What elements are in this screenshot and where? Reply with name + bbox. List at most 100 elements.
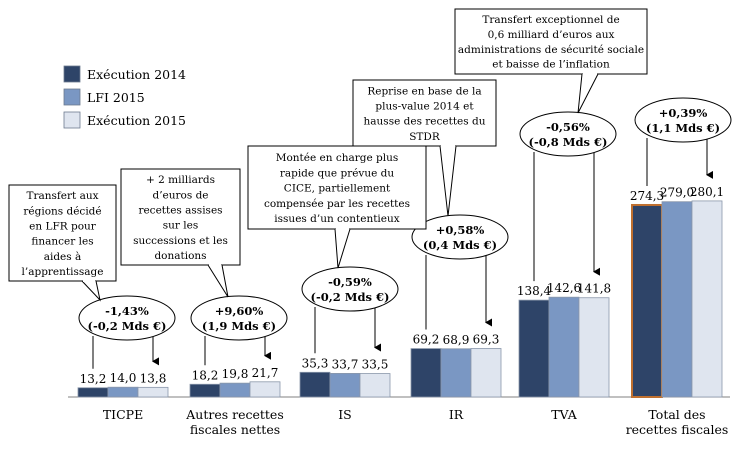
value-label: 69,3 xyxy=(473,332,500,346)
value-label: 138,4 xyxy=(517,284,552,298)
annotation-text: d’euros de xyxy=(152,189,208,201)
category-label: IS xyxy=(338,407,352,422)
legend-swatch xyxy=(63,88,81,106)
annotation-box xyxy=(120,168,241,266)
value-label: 33,5 xyxy=(362,358,389,372)
annotation-text: Transfert exceptionnel de xyxy=(482,14,619,26)
category-label: IR xyxy=(449,407,464,422)
annotation-text: donations xyxy=(154,250,206,262)
value-label: 142,6 xyxy=(547,281,581,295)
value-label: 18,2 xyxy=(192,368,219,382)
legend-label: Exécution 2015 xyxy=(87,113,186,128)
bar xyxy=(77,387,109,398)
bar xyxy=(410,348,442,398)
category-label: recettes fiscales xyxy=(626,422,729,437)
bar xyxy=(299,371,331,398)
value-label: 280,1 xyxy=(690,185,724,199)
annotation-text: régions décidé xyxy=(23,205,101,217)
variation-bubble xyxy=(301,266,399,312)
annotation-text: + 2 milliards xyxy=(146,174,215,186)
variation-bubble xyxy=(519,111,617,157)
annotation-text: recettes assises xyxy=(138,205,222,217)
annotation-pointer xyxy=(207,264,229,298)
bar xyxy=(518,299,550,398)
value-label: 141,8 xyxy=(577,282,611,296)
annotation-box xyxy=(8,184,117,282)
legend-label: LFI 2015 xyxy=(87,90,145,105)
variation-bubble xyxy=(411,214,509,260)
category-label: fiscales nettes xyxy=(190,422,280,437)
annotation-text: hausse des recettes du xyxy=(364,116,486,128)
annotation-text: CICE, partiellement xyxy=(284,183,391,195)
variation-text: +9,60% xyxy=(215,304,264,318)
bar xyxy=(189,383,221,398)
bar xyxy=(359,373,391,398)
annotation-text: Montée en charge plus xyxy=(276,152,399,164)
annotation-pointer xyxy=(334,228,351,269)
value-label: 13,8 xyxy=(140,371,167,385)
category-label: TICPE xyxy=(103,407,143,422)
bar xyxy=(249,381,281,398)
bar xyxy=(578,297,610,398)
annotation-text: en LFR pour xyxy=(29,221,97,233)
value-label: 19,8 xyxy=(222,367,249,381)
annotation-text: rapide que prévue du xyxy=(280,167,395,179)
variation-text: (-0,2 Mds €) xyxy=(88,319,167,333)
category-label: Total des xyxy=(648,407,705,422)
bar xyxy=(631,203,663,398)
variation-text: +0,58% xyxy=(436,223,485,237)
value-label: 279,0 xyxy=(660,186,694,200)
variation-bubble xyxy=(78,295,176,341)
value-label: 14,0 xyxy=(110,371,137,385)
annotation-box xyxy=(247,145,427,230)
bar xyxy=(329,373,361,398)
value-label: 69,2 xyxy=(413,333,440,347)
variation-text: (-0,2 Mds €) xyxy=(311,290,390,304)
bar xyxy=(661,201,693,398)
annotation-pointer xyxy=(577,73,599,114)
category-label: Autres recettes xyxy=(185,407,284,422)
variation-text: (1,1 Mds €) xyxy=(646,121,720,135)
bar xyxy=(691,200,723,398)
variation-text: +0,39% xyxy=(659,106,708,120)
annotation-text: issues d’un contentieux xyxy=(274,213,399,225)
annotation-box xyxy=(454,8,648,75)
bar xyxy=(548,296,580,398)
annotation-text: successions et les xyxy=(133,235,228,247)
variation-text: (1,9 Mds €) xyxy=(202,319,276,333)
annotation-text: Reprise en base de la xyxy=(367,85,481,97)
bar xyxy=(470,348,502,398)
variation-bubble xyxy=(634,97,732,143)
variation-bubble xyxy=(190,295,288,341)
annotation-text: et baisse de l’inflation xyxy=(492,59,610,71)
annotation-text: sur les xyxy=(163,220,198,232)
variation-bubbles-layer: -1,43%(-0,2 Mds €)+9,60%(1,9 Mds €)-0,59… xyxy=(78,97,732,369)
annotation-callouts-layer: Transfert aux régions décidé en LFR pour fi… xyxy=(8,8,648,302)
annotation-text: aides à xyxy=(44,251,82,263)
legend-swatch xyxy=(63,65,81,83)
bar xyxy=(440,348,472,398)
value-label: 68,9 xyxy=(443,333,470,347)
value-label: 13,2 xyxy=(80,372,107,386)
annotation-text: financer les xyxy=(31,236,93,248)
variation-text: -0,59% xyxy=(328,275,372,289)
bar xyxy=(219,382,251,398)
value-label: 21,7 xyxy=(252,366,279,380)
annotation-pointer xyxy=(439,145,457,217)
legend-label: Exécution 2014 xyxy=(87,67,186,82)
variation-text: (0,4 Mds €) xyxy=(423,238,497,252)
value-label: 35,3 xyxy=(302,356,329,370)
annotation-text: Transfert aux xyxy=(26,190,98,202)
value-label: 274,3 xyxy=(630,189,664,203)
annotation-text: administrations de sécurité sociale xyxy=(458,44,644,56)
value-label: 33,7 xyxy=(332,357,359,371)
annotation-text: plus-value 2014 et xyxy=(375,101,474,113)
variation-text: (-0,8 Mds €) xyxy=(529,135,608,149)
annotation-pointer xyxy=(81,280,101,302)
bars-layer xyxy=(77,200,723,398)
category-label: TVA xyxy=(551,407,578,422)
